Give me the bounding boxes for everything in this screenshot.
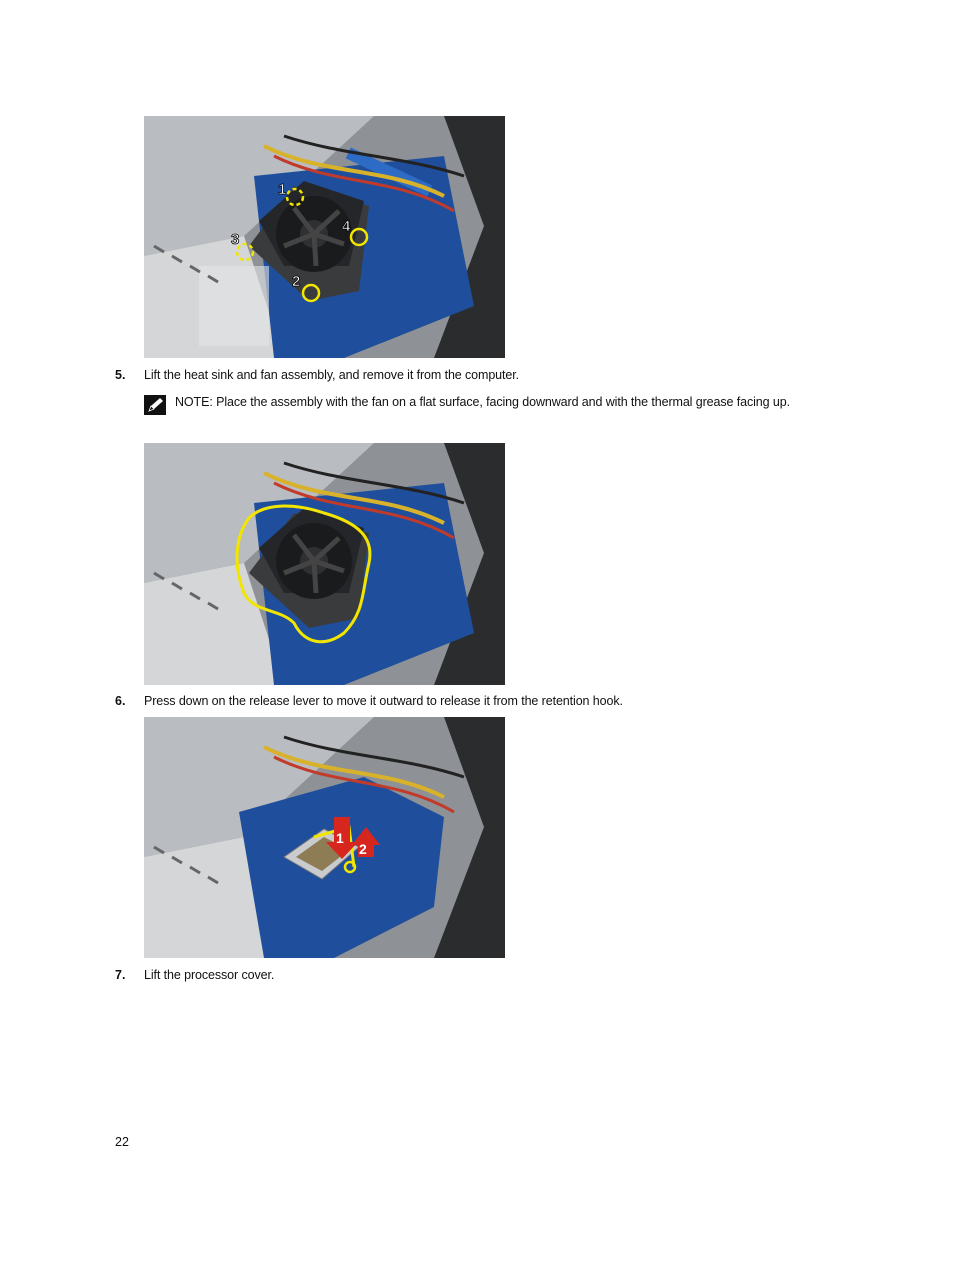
note-label: NOTE:: [175, 395, 213, 409]
pencil-note-icon: [144, 395, 166, 415]
fan-assembly: [249, 181, 369, 301]
heatsink-outline-photo: [144, 443, 505, 685]
heatsink-screws-photo: 1 2 3 4: [144, 116, 505, 358]
callout-label: 2: [359, 841, 367, 857]
step-number: 6.: [115, 694, 126, 708]
step-number: 5.: [115, 368, 126, 382]
screw-callout-1: 1: [278, 181, 305, 207]
step-text: Lift the processor cover.: [144, 968, 275, 982]
screw-callout-4: 4: [342, 218, 369, 247]
callout-label: 1: [278, 181, 286, 198]
page-number: 22: [115, 1135, 129, 1149]
release-lever-photo: 1 2: [144, 717, 505, 958]
step-text: Lift the heat sink and fan assembly, and…: [144, 368, 520, 382]
note-body: Place the assembly with the fan on a fla…: [216, 395, 790, 409]
callout-label: 3: [231, 231, 239, 248]
heatsink-screws-illustration: 1 2 3 4: [144, 116, 505, 358]
callout-label: 4: [342, 218, 351, 235]
arrow-callout-2: 2: [352, 827, 380, 857]
callout-label: 2: [292, 273, 300, 290]
step-text: Press down on the release lever to move …: [144, 694, 623, 708]
screw-callout-2: 2: [292, 273, 321, 303]
screw-callout-3: 3: [231, 231, 255, 262]
heatsink-outline: [235, 504, 372, 644]
step-number: 7.: [115, 968, 126, 982]
heatsink-outline-illustration: [144, 443, 505, 685]
release-lever-illustration: 1 2: [144, 717, 505, 958]
note-text: NOTE: Place the assembly with the fan on…: [175, 393, 815, 412]
arrow-callout-1: 1: [326, 817, 358, 859]
callout-label: 1: [336, 830, 344, 846]
